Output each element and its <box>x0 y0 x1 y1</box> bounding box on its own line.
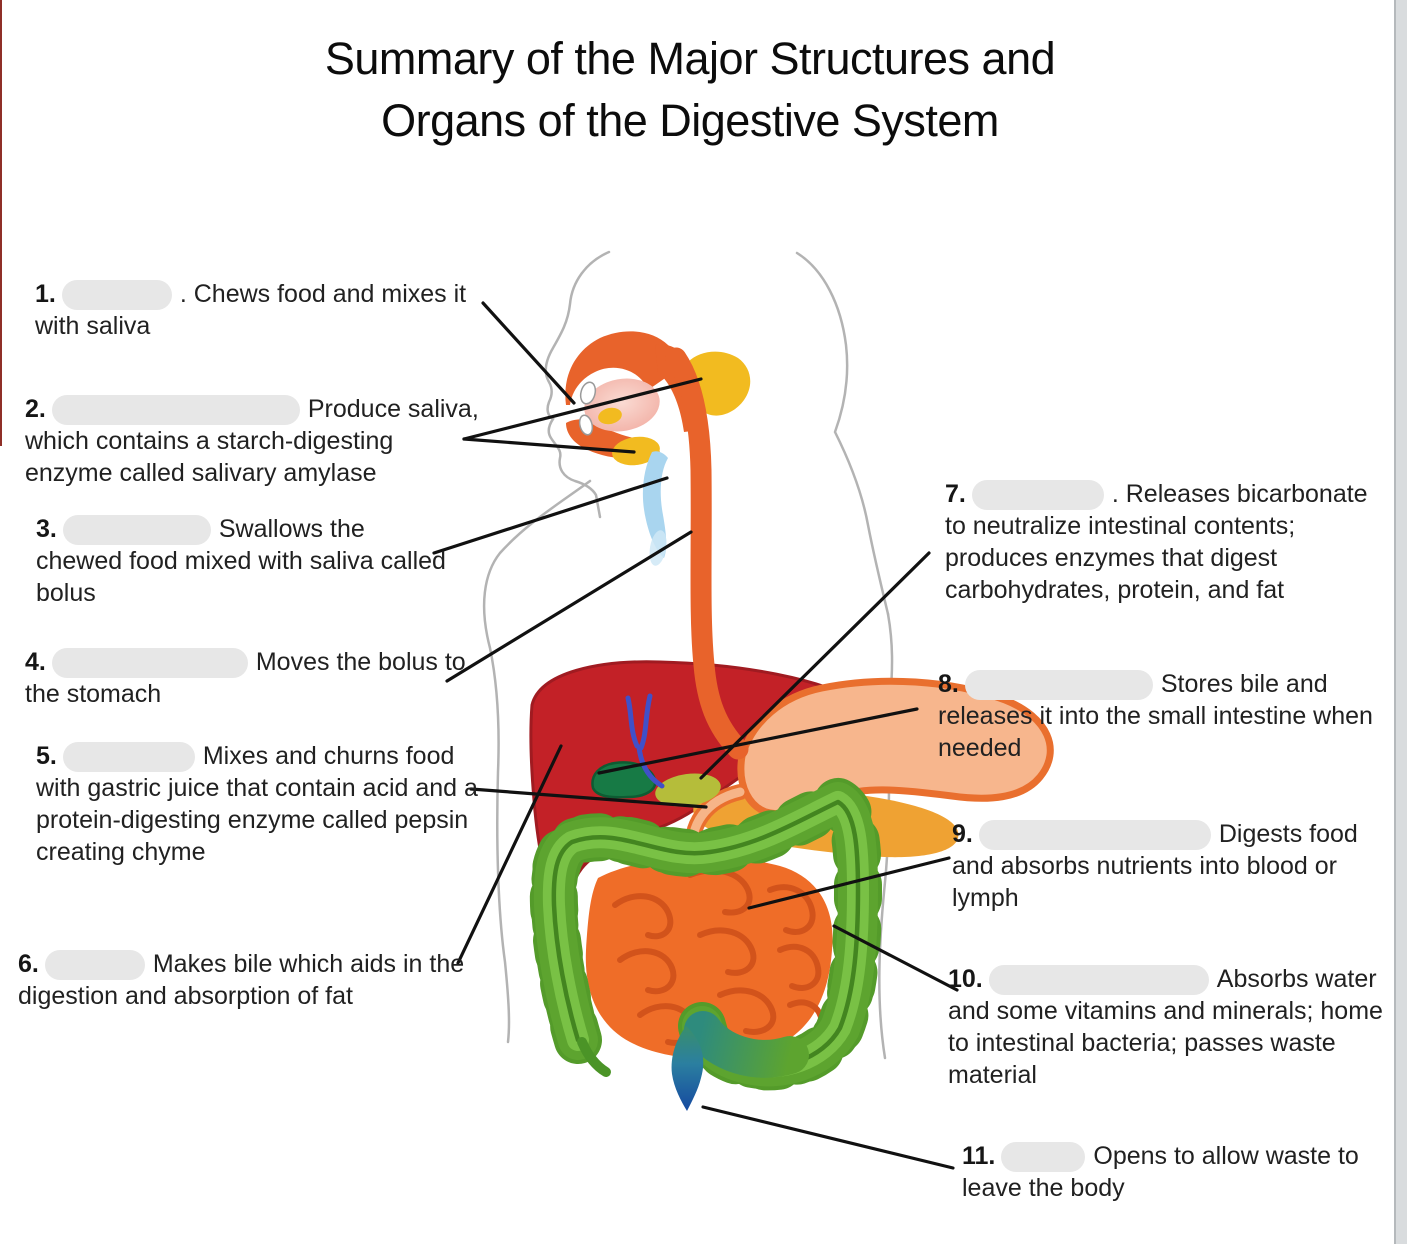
label-3-pharynx: 3.Swallows the chewed food mixed with sa… <box>36 513 456 609</box>
label-1-redacted-blob <box>61 280 172 310</box>
pancreas-head-shape <box>655 773 721 807</box>
page-title-line1: Summary of the Major Structures and <box>324 33 1056 84</box>
page-title-line2: Organs of the Digestive System <box>381 95 999 146</box>
sublingual-gland-shape <box>598 407 622 425</box>
label-3-text: Swallows the chewed food mixed with sali… <box>36 515 446 607</box>
leader-line-2b <box>462 437 636 454</box>
label-7-number: 7. <box>945 480 966 508</box>
label-6-liver: 6.Makes bile which aids in the digestion… <box>18 948 478 1012</box>
leader-line-7 <box>699 551 931 780</box>
label-7-text: . Releases bicarbonate to neutralize int… <box>945 480 1368 604</box>
label-5-redacted-blob <box>62 742 195 772</box>
leader-lines <box>432 301 959 1170</box>
label-4-text: Moves the bolus to the stomach <box>25 648 466 708</box>
label-5-text: Mixes and churns food with gastric juice… <box>36 742 478 866</box>
label-9-small-intestine: 9.Digests food and absorbs nutrients int… <box>952 818 1392 914</box>
label-6-text: Makes bile which aids in the digestion a… <box>18 950 465 1010</box>
label-1-number: 1. <box>35 280 56 308</box>
label-5-stomach: 5.Mixes and churns food with gastric jui… <box>36 740 484 868</box>
label-8-redacted-blob <box>964 670 1153 700</box>
label-10-large-intestine: 10.Absorbs water and some vitamins and m… <box>948 963 1396 1091</box>
tooth-lower <box>578 414 594 436</box>
large-intestine-shape <box>529 778 882 1091</box>
label-10-redacted-blob <box>988 965 1209 995</box>
label-7-redacted-blob <box>971 480 1104 510</box>
label-4-esophagus: 4.Moves the bolus to the stomach <box>25 646 475 710</box>
label-6-number: 6. <box>18 950 39 978</box>
leader-line-5 <box>469 787 708 809</box>
page-title: Summary of the Major Structures and Orga… <box>0 28 1380 152</box>
label-10-text: Absorbs water and some vitamins and mine… <box>948 965 1383 1089</box>
page-right-edge <box>1394 0 1407 1244</box>
leader-line-1 <box>481 301 576 405</box>
leader-line-11 <box>701 1105 955 1170</box>
leader-line-9 <box>747 856 951 910</box>
bile-duct-shape <box>625 693 665 789</box>
label-6-redacted-blob <box>44 950 145 980</box>
page-left-edge-artifact <box>0 0 2 446</box>
larynx-shape <box>649 530 667 566</box>
leader-line-10 <box>832 924 959 992</box>
label-2-redacted-blob <box>51 395 300 425</box>
label-1-mouth: 1.. Chews food and mixes it with saliva <box>35 278 485 342</box>
label-3-number: 3. <box>36 515 57 543</box>
label-4-number: 4. <box>25 648 46 676</box>
label-5-number: 5. <box>36 742 57 770</box>
label-11-number: 11. <box>962 1142 996 1170</box>
leader-line-2a <box>462 377 703 441</box>
face-profile-outline <box>544 250 611 519</box>
label-2-number: 2. <box>25 395 46 423</box>
label-4-redacted-blob <box>51 648 248 678</box>
label-2-text: Produce saliva, which contains a starch-… <box>25 395 479 487</box>
label-11-redacted-blob <box>1001 1142 1086 1172</box>
label-9-number: 9. <box>952 820 973 848</box>
appendix-shape <box>577 1037 611 1077</box>
head-back-outline <box>795 251 890 616</box>
label-3-redacted-blob <box>62 515 211 545</box>
label-8-gallbladder: 8.Stores bile and releases it into the s… <box>938 668 1378 764</box>
rectum-anus-shape <box>671 1026 704 1111</box>
leader-line-4 <box>445 530 693 683</box>
label-11-anus: 11.Opens to allow waste to leave the bod… <box>962 1140 1392 1204</box>
label-10-number: 10. <box>948 965 983 993</box>
torso-left-outline <box>482 479 592 1044</box>
label-9-redacted-blob <box>978 820 1211 850</box>
leader-line-6 <box>456 744 563 965</box>
label-11-text: Opens to allow waste to leave the body <box>962 1142 1359 1202</box>
label-1-text: . Chews food and mixes it with saliva <box>35 280 467 340</box>
leader-line-3 <box>432 476 669 555</box>
label-7-pancreas: 7.. Releases bicarbonate to neutralize i… <box>945 478 1395 606</box>
label-9-text: Digests food and absorbs nutrients into … <box>952 820 1358 912</box>
tooth-upper <box>579 381 597 405</box>
leader-line-8 <box>597 707 919 775</box>
label-8-text: Stores bile and releases it into the sma… <box>938 670 1373 762</box>
label-2-salivary-glands: 2.Produce saliva, which contains a starc… <box>25 393 480 489</box>
esophagus-shape <box>665 347 749 760</box>
submandibular-gland-shape <box>612 436 660 466</box>
label-8-number: 8. <box>938 670 959 698</box>
sigmoid-colon-shape <box>684 1011 809 1078</box>
